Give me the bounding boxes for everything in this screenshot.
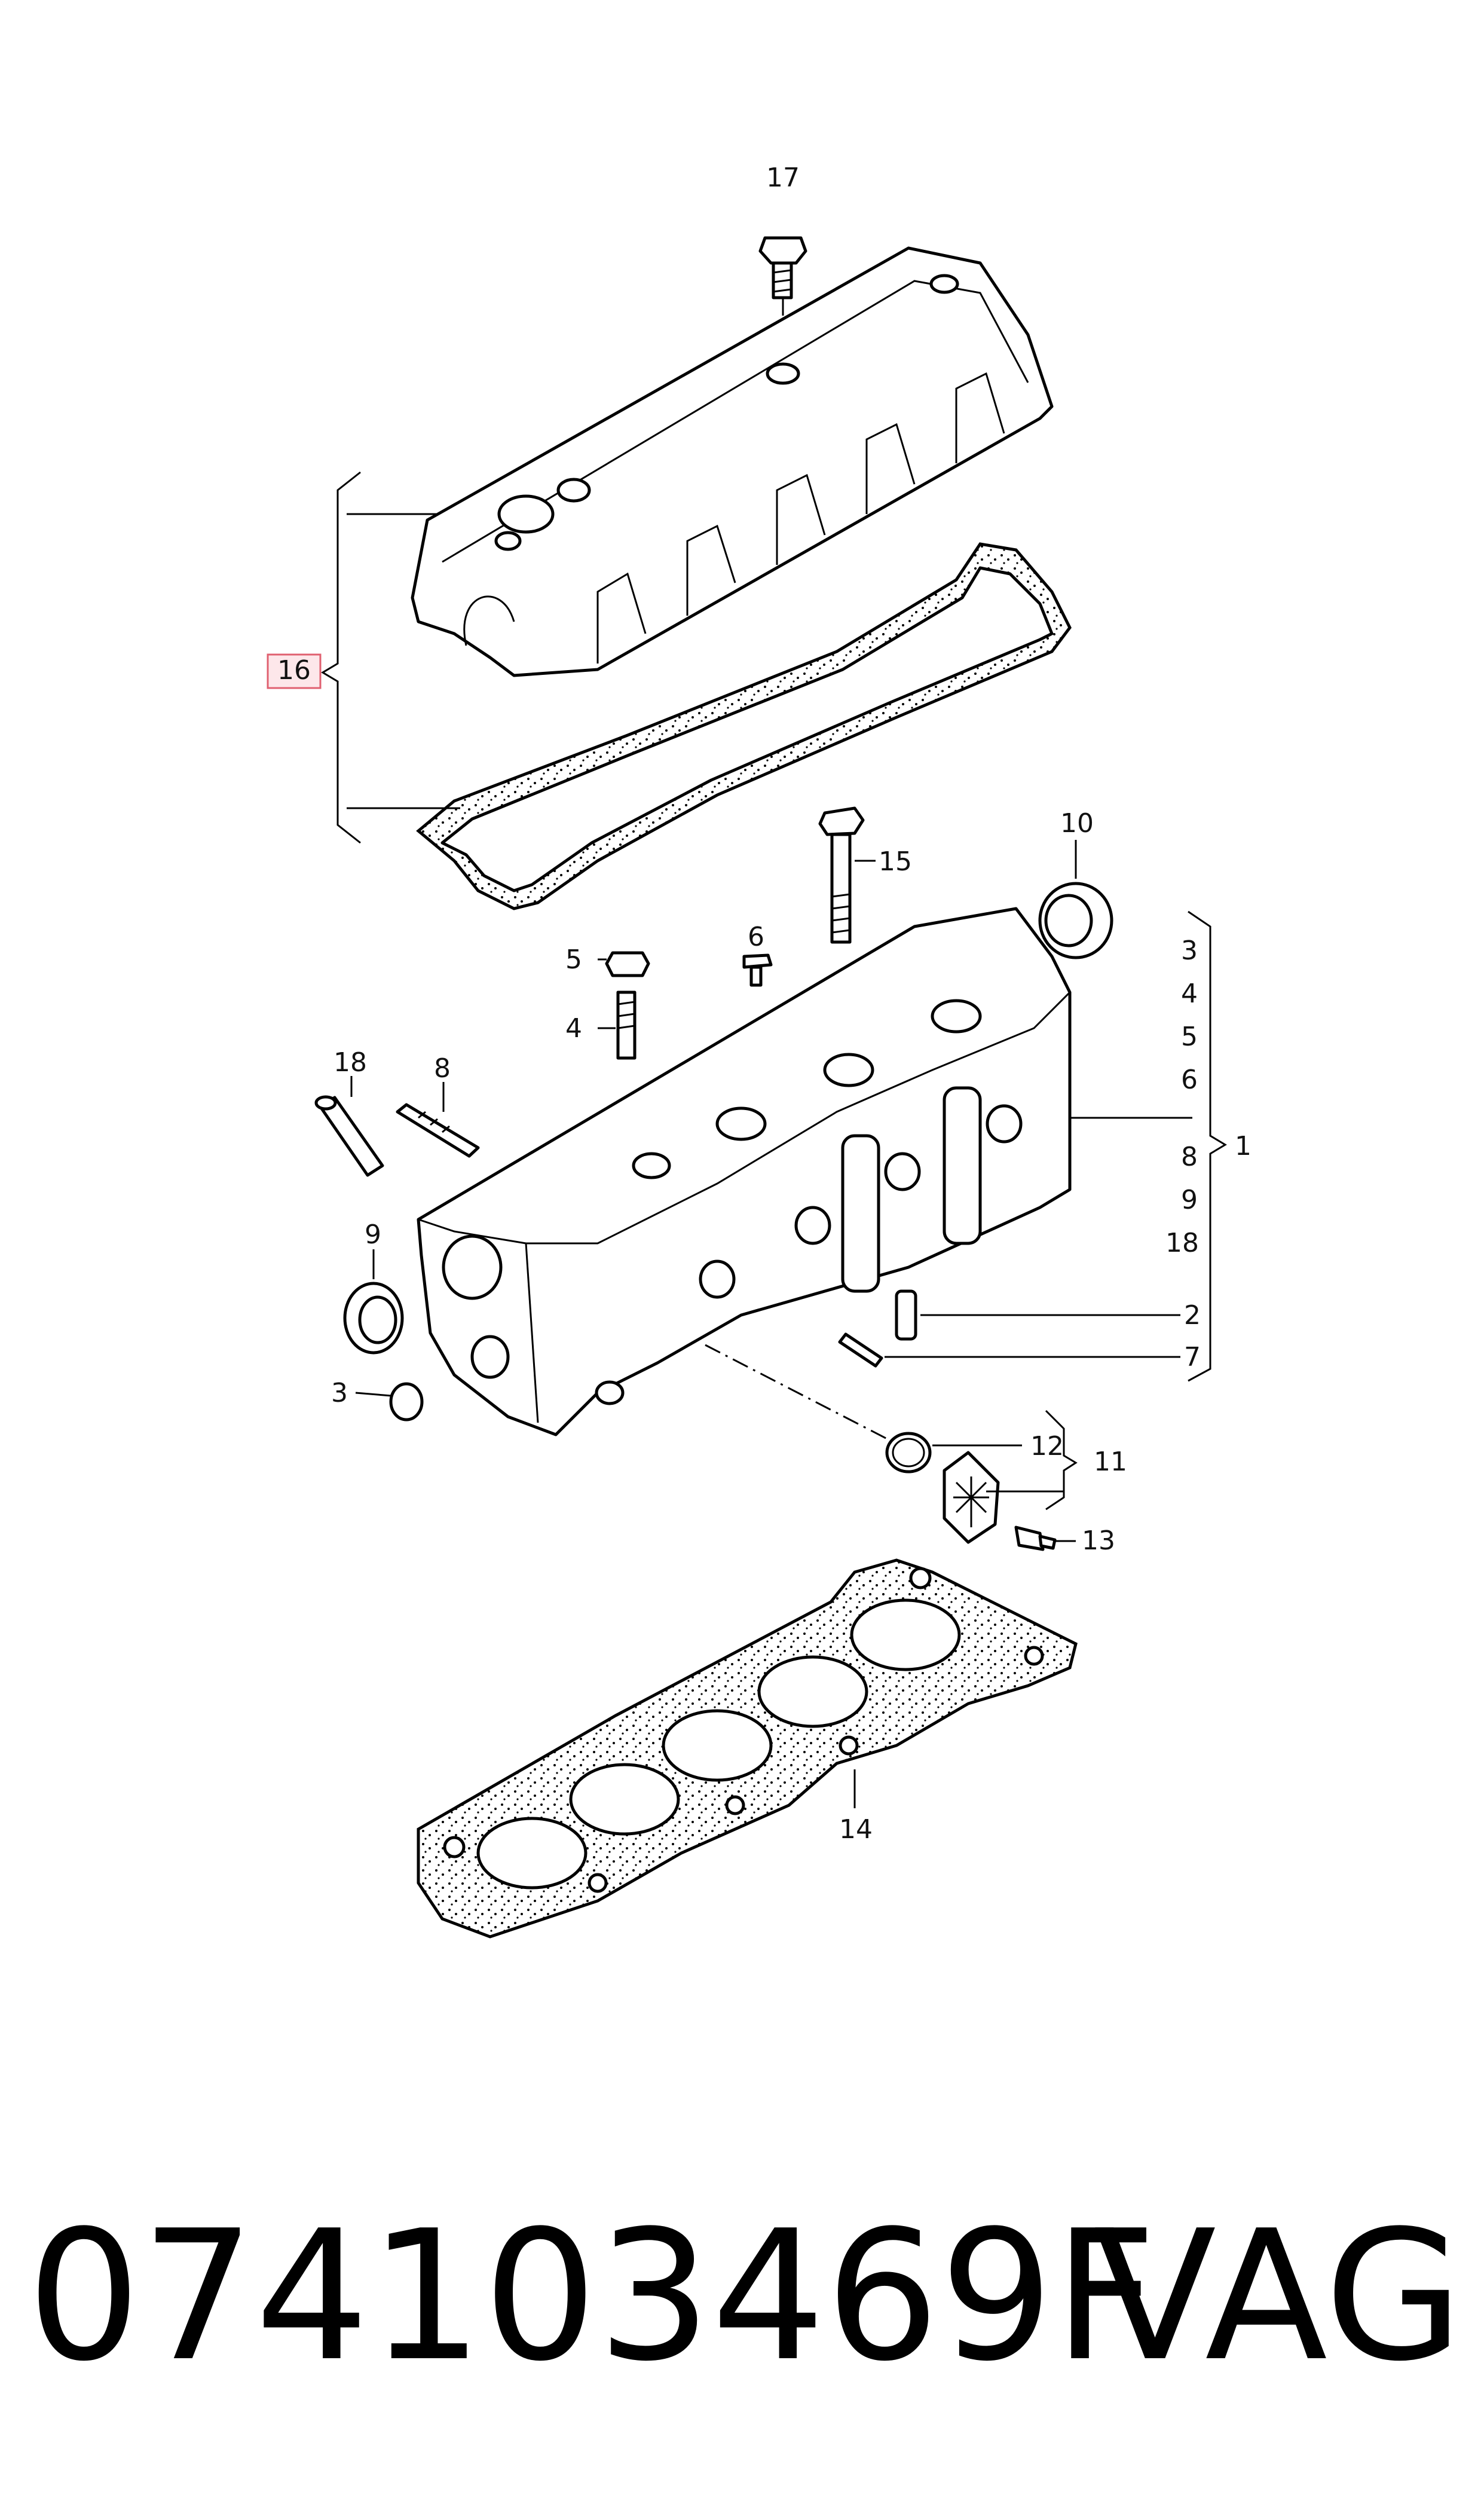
callout-9b: 9 xyxy=(1181,1185,1198,1215)
oil-seal-10[interactable] xyxy=(1038,882,1113,959)
cylinder-head-cover[interactable] xyxy=(411,246,1054,677)
callout-17: 17 xyxy=(766,163,800,193)
part-number: 074103469F xyxy=(27,2192,1156,2401)
callout-4a: 4 xyxy=(565,1013,582,1044)
callout-13: 13 xyxy=(1082,1526,1115,1556)
callout-16: 16 xyxy=(277,655,311,686)
callout-1: 1 xyxy=(1235,1131,1252,1161)
callout-5b: 5 xyxy=(1181,1022,1198,1052)
o-ring-12[interactable] xyxy=(885,1432,932,1473)
callout-7: 7 xyxy=(1184,1342,1201,1372)
valve-guide-2[interactable] xyxy=(895,1289,917,1341)
stud-4[interactable] xyxy=(616,990,637,1060)
cylinder-head[interactable] xyxy=(417,907,1072,1436)
callout-4b: 4 xyxy=(1181,979,1198,1009)
callout-2: 2 xyxy=(1184,1300,1201,1331)
brand-name: VAG xyxy=(1094,2192,1463,2401)
callout-14: 14 xyxy=(839,1814,873,1845)
callout-5a: 5 xyxy=(565,944,582,975)
guide-pin-18[interactable] xyxy=(314,1095,384,1177)
callout-11: 11 xyxy=(1094,1447,1127,1477)
screw-13[interactable] xyxy=(1014,1526,1057,1551)
dowel-pin-7[interactable] xyxy=(838,1332,883,1368)
callout-15: 15 xyxy=(879,846,912,877)
callout-6a: 6 xyxy=(748,922,764,952)
flange-11[interactable] xyxy=(943,1451,1000,1544)
sealing-plug-3[interactable] xyxy=(389,1382,424,1421)
cover-bolt-17[interactable] xyxy=(758,236,807,299)
oil-seal-9[interactable] xyxy=(343,1282,404,1355)
callout-3b: 3 xyxy=(1181,936,1198,966)
callout-8b: 8 xyxy=(1181,1142,1198,1172)
callout-3a: 3 xyxy=(331,1378,348,1408)
callout-18a: 18 xyxy=(333,1047,367,1078)
callout-12: 12 xyxy=(1030,1431,1064,1462)
screw-6[interactable] xyxy=(742,953,773,987)
callout-6b: 6 xyxy=(1181,1065,1198,1095)
nut-5[interactable] xyxy=(605,951,650,977)
callout-10: 10 xyxy=(1060,808,1094,839)
callout-8a: 8 xyxy=(434,1053,451,1084)
cover-gasket[interactable] xyxy=(416,542,1072,910)
callout-9a: 9 xyxy=(365,1219,381,1250)
head-bolt-15[interactable] xyxy=(818,806,865,944)
head-gasket-14[interactable] xyxy=(417,1558,1078,1939)
callout-18b: 18 xyxy=(1165,1228,1199,1258)
stud-8[interactable] xyxy=(396,1103,480,1158)
